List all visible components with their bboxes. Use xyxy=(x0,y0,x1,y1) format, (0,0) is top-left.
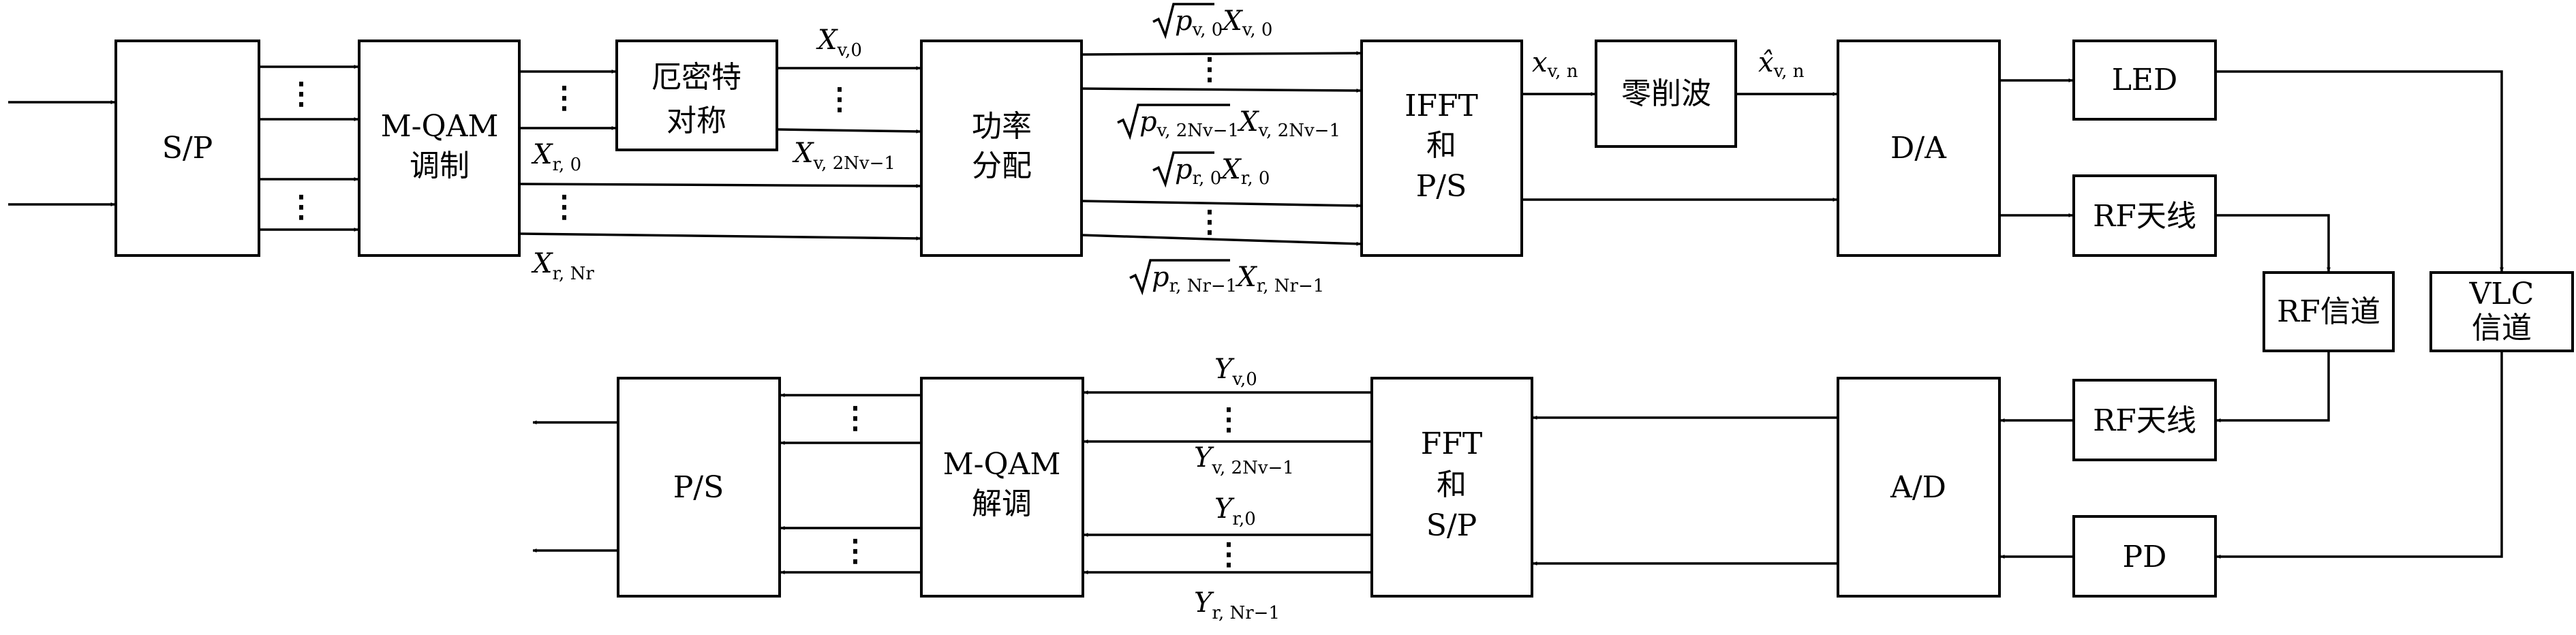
ellipsis: ⋮ xyxy=(1195,204,1225,239)
top-row-connections xyxy=(8,51,2504,272)
vlc-pd-arrow xyxy=(2216,351,2503,559)
ellipsis: ⋮ xyxy=(286,189,316,224)
ifft-ps-block: IFFT 和 P/S xyxy=(1360,40,1523,257)
svg-text:pv, 2Nv−1Xv, 2Nv−1: pv, 2Nv−1Xv, 2Nv−1 xyxy=(1139,106,1340,141)
zero-clip-block: 零削波 xyxy=(1595,40,1737,148)
ellipsis: ⋮ xyxy=(1195,52,1225,87)
label-xv2nv: Xv, 2Nv−1 xyxy=(792,138,895,174)
sp-label: S/P xyxy=(162,131,213,166)
rf-antenna-rx-block: RF天线 xyxy=(2072,379,2217,461)
mqam-demod-label-1: M-QAM xyxy=(943,447,1061,482)
label-prnr: pr, Nr−1Xr, Nr−1 xyxy=(1129,259,1324,296)
ellipsis: ⋮ xyxy=(840,533,870,568)
mqam-power-arrow-2 xyxy=(519,232,921,241)
hermitian-label-1: 厄密特 xyxy=(651,60,741,95)
label-yv2nv: Yv, 2Nv−1 xyxy=(1194,442,1294,478)
herm-power-arrow-2 xyxy=(776,128,921,134)
vlc-channel-label-1: VLC xyxy=(2469,277,2534,311)
ad-label: A/D xyxy=(1890,470,1946,505)
label-pv0: pv, 0Xv, 0 xyxy=(1152,3,1272,40)
svg-text:pr, Nr−1Xr, Nr−1: pr, Nr−1Xr, Nr−1 xyxy=(1152,262,1324,296)
power-label-1: 功率 xyxy=(972,109,1032,144)
mqam-demod-label-2: 解调 xyxy=(972,486,1032,521)
da-label: D/A xyxy=(1890,131,1947,166)
fft-label-2: 和 xyxy=(1437,467,1467,502)
bottom-row-connections xyxy=(532,351,2503,574)
power-ifft-arrow-4 xyxy=(1081,234,1361,246)
hermitian-label-2: 对称 xyxy=(666,104,726,138)
ellipsis: ⋮ xyxy=(825,82,855,117)
ellipsis-group: ⋮ ⋮ ⋮ ⋮ ⋮ ⋮ ⋮ ⋮ ⋮ ⋮ ⋮ xyxy=(286,52,1244,572)
label-pr0: pr, 0Xr, 0 xyxy=(1152,151,1270,189)
mqam-power-arrow-1 xyxy=(519,183,921,188)
da-block: D/A xyxy=(1837,40,2001,257)
pd-label: PD xyxy=(2123,540,2167,574)
led-block: LED xyxy=(2072,40,2217,121)
rf-channel-block: RF信道 xyxy=(2263,271,2395,352)
mqam-mod-label-2: 调制 xyxy=(410,149,470,183)
mqam-demod-block: M-QAM 解调 xyxy=(920,377,1084,598)
ellipsis: ⋮ xyxy=(1214,537,1244,572)
svg-text:pv, 0Xv, 0: pv, 0Xv, 0 xyxy=(1175,5,1272,40)
ad-block: A/D xyxy=(1837,377,2001,598)
rf-channel-label: RF信道 xyxy=(2277,294,2380,329)
power-ifft-arrow-1 xyxy=(1081,51,1361,56)
clip-label: 零削波 xyxy=(1621,76,1711,111)
ellipsis: ⋮ xyxy=(840,401,870,435)
ifft-label-3: P/S xyxy=(1416,169,1467,204)
label-xv0: Xv,0 xyxy=(816,25,862,61)
ps-label: P/S xyxy=(673,470,724,505)
pd-block: PD xyxy=(2072,515,2217,598)
label-pv2nv: pv, 2Nv−1Xv, 2Nv−1 xyxy=(1117,104,1340,141)
rfant-rfchannel-arrow xyxy=(2215,214,2331,272)
label-yrnr: Yr, Nr−1 xyxy=(1194,587,1280,623)
rf-ant-rx-label: RF天线 xyxy=(2093,403,2196,438)
label-xrnr: Xr, Nr xyxy=(531,248,594,284)
ifft-label-2: 和 xyxy=(1426,128,1456,163)
led-vlc-arrow xyxy=(2215,70,2504,272)
fft-sp-block: FFT 和 S/P xyxy=(1370,377,1533,598)
power-ifft-arrow-2 xyxy=(1081,87,1361,93)
label-yv0: Yv,0 xyxy=(1214,354,1257,390)
rfchannel-rfant-arrow xyxy=(2216,351,2330,422)
rf-ant-tx-label: RF天线 xyxy=(2093,199,2196,234)
vlc-channel-label-2: 信道 xyxy=(2472,311,2532,345)
led-label: LED xyxy=(2112,63,2178,97)
label-yr0: Yr,0 xyxy=(1214,493,1256,529)
ifft-label-1: IFFT xyxy=(1405,89,1478,123)
signal-labels: Xv,0 Xv, 2Nv−1 Xr, 0 Xr, Nr pv, 0Xv, 0 p… xyxy=(531,3,1805,623)
ps-block: P/S xyxy=(617,377,781,598)
svg-text:pr, 0Xr, 0: pr, 0Xr, 0 xyxy=(1175,154,1270,189)
sp-block: S/P xyxy=(114,40,260,257)
fft-label-1: FFT xyxy=(1421,427,1482,461)
ellipsis: ⋮ xyxy=(549,80,579,115)
power-allocation-block: 功率 分配 xyxy=(920,40,1083,257)
fft-label-3: S/P xyxy=(1426,508,1477,543)
ellipsis: ⋮ xyxy=(1214,402,1244,437)
mqam-mod-block: M-QAM 调制 xyxy=(358,40,521,257)
ellipsis: ⋮ xyxy=(549,189,579,224)
power-label-2: 分配 xyxy=(972,149,1032,183)
mqam-mod-label-1: M-QAM xyxy=(381,109,499,144)
label-xr0: Xr, 0 xyxy=(531,139,581,175)
label-xvn: xv, n xyxy=(1532,47,1578,82)
hermitian-block: 厄密特 对称 xyxy=(615,40,778,151)
ellipsis: ⋮ xyxy=(286,76,316,111)
vlc-channel-block: VLC 信道 xyxy=(2429,271,2574,352)
label-xhatvn: x̂v, n xyxy=(1758,47,1805,82)
rf-antenna-tx-block: RF天线 xyxy=(2072,174,2217,257)
power-ifft-arrow-3 xyxy=(1081,200,1361,208)
